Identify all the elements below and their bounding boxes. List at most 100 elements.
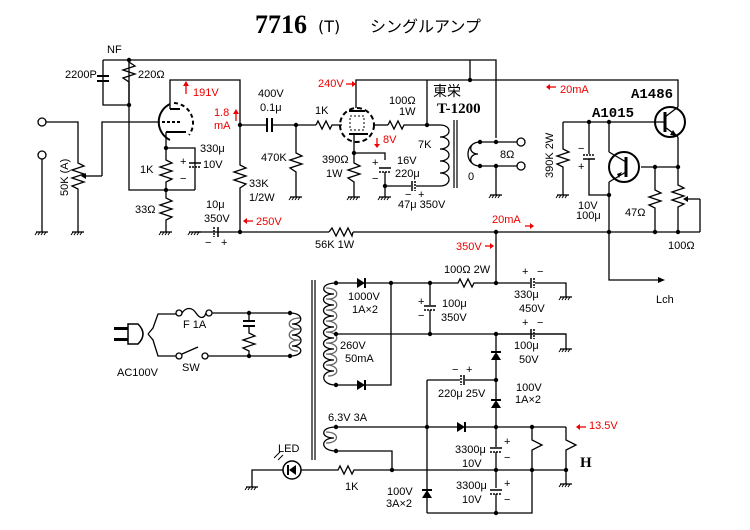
svg-text:+: + [180,156,186,168]
heater-cap1-voltage: 10V [462,458,482,470]
hv-secondary-current: 50mA [345,353,374,365]
doubler-cap-label: 220μ 25V [438,388,486,400]
svg-text:−: − [537,266,543,278]
svg-text:−: − [504,494,510,506]
led-resistor-label: 1K [345,481,359,493]
filter-cap2-value: 330μ [514,289,539,301]
input-terminals [34,117,79,236]
plate-current-value: 1.8 [214,107,229,119]
rail-voltage-350: 350V [456,241,482,253]
plate-load-label: 33K [249,178,269,190]
speaker-terminal-gnd [516,161,526,171]
r33-label: 33Ω [135,204,155,216]
svg-text:+: + [522,266,528,278]
output-transformer [427,120,481,188]
svg-text:−: − [452,364,458,376]
transformer-brand: 東栄 [433,84,461,100]
decoupling-cap-value: 10μ [206,199,225,211]
decoupling-cap-voltage: 350V [204,213,230,225]
bias-cap-voltage: 50V [519,354,539,366]
filter-cap1-voltage: 350V [441,312,467,324]
screen-resistor-watt: 1W [399,106,416,118]
transformer-model: T-1200 [437,101,481,117]
svg-text:+: + [221,237,227,249]
triode-tube-1 [157,102,194,141]
hv-secondary-voltage: 260V [340,340,366,352]
channel-label: Lch [656,294,674,306]
svg-text:+: + [372,157,378,169]
lv-diode-count: 1A×2 [515,394,541,406]
led-label: LED [278,443,299,455]
hv-diode-rating: 1000V [348,291,380,303]
current-mid: 20mA [492,214,521,226]
bias-resistor-label: 390K 2W [544,132,556,178]
svg-text:−: − [180,173,186,185]
grid-stopper-label: 1K [315,105,329,117]
ac-label: AC100V [117,367,159,379]
svg-text:+: + [504,436,510,448]
transistor-a1015-symbol [608,151,640,183]
title-suffix: (T) [318,17,340,36]
hv-diode-count: 1A×2 [352,304,378,316]
primary-impedance: 7K [418,139,432,151]
svg-text:−: − [504,452,510,464]
output-ground-label: 0 [468,171,474,183]
svg-text:+: + [418,296,424,308]
emitter-resistor-47: 47Ω [625,207,645,219]
svg-text:+: + [522,317,528,329]
ac-plug [114,313,176,357]
output-impedance: 8Ω [500,149,514,161]
dropping-resistor-label: 56K 1W [315,239,355,251]
svg-text:+: + [578,161,584,173]
tr-cap-voltage: 10V [578,200,598,212]
lv-diode-rating: 100V [516,382,542,394]
speaker-terminal-hot [516,137,526,147]
cathode-bypass-voltage: 16V [397,155,417,167]
coupling-cap-value: 0.1μ [260,102,282,114]
cathode-bypass-value: 220μ [395,168,420,180]
cathode-cap-voltage: 10V [203,159,223,171]
filter-resistor-label: 100Ω 2W [444,264,491,276]
pot-label: 50K (A) [59,159,71,196]
rail-voltage-250: 250V [256,216,282,228]
transistor-a1486: A1486 [631,87,673,103]
heater-cap1-value: 3300μ [455,444,486,456]
volume-pot: 50K (A) [59,121,160,236]
svg-text:+: + [418,189,424,201]
plate-voltage-1: 191V [193,87,219,99]
heater-label: H [580,455,592,471]
cathode-cap-label: 330μ [200,143,225,155]
heater-cap2-voltage: 10V [462,494,482,506]
nf-resistor-label: 220Ω [138,69,165,81]
svg-text:−: − [578,143,584,155]
title-subtitle: シングルアンプ [370,17,481,36]
heater-diode-count: 3A×2 [386,498,412,510]
svg-text:−: − [205,237,211,249]
filter-cap1-value: 100μ [442,298,467,310]
switch-label: SW [182,362,200,374]
svg-text:−: − [537,317,543,329]
plate-load-watt: 1/2W [249,192,275,204]
svg-text:−: − [405,189,411,201]
bootstrap-cap-label: 47μ 350V [398,199,446,211]
cathode-resistor-label: 1K [140,164,154,176]
svg-text:+: + [504,478,510,490]
cathode-voltage: 8V [383,134,397,146]
adjust-pot-100: 100Ω [668,240,695,252]
nf-cap-label: 2200P [65,69,97,81]
screen-voltage: 240V [318,78,344,90]
current-top: 20mA [560,84,589,96]
plate-current-unit: mA [214,120,231,132]
svg-text:−: − [418,310,424,322]
svg-text:+: + [466,364,472,376]
pentode-cathode-resistor: 390Ω [322,154,349,166]
nf-label: NF [107,44,122,56]
power-switch[interactable] [175,352,183,360]
fuse-label: F 1A [183,319,207,331]
title-model: 7716 [255,10,307,39]
tr-cap-value: 100μ [576,210,601,222]
pentode-tube [339,107,375,143]
coupling-cap-voltage: 400V [258,88,284,100]
heater-secondary-label: 6.3V 3A [328,412,368,424]
